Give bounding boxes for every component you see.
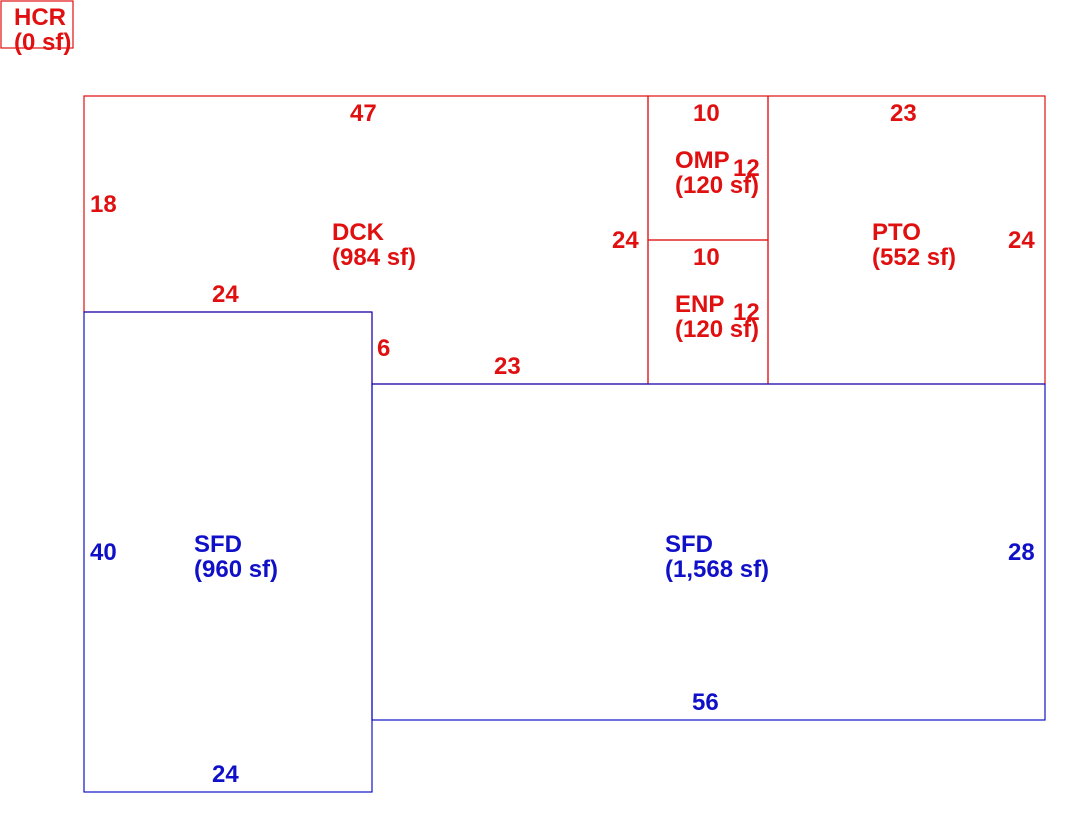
pto-right-dimension: 24 — [1008, 227, 1035, 254]
dck-step-bottom-dimension: 24 — [212, 281, 239, 308]
dck-bottom-dimension: 23 — [494, 353, 521, 380]
pto-area: (552 sf) — [872, 244, 956, 271]
sfd-main-right-dimension: 28 — [1008, 539, 1035, 566]
sfd-left-bottom-dimension: 24 — [212, 761, 239, 788]
sfd-left-code: SFD — [194, 531, 242, 558]
dck-top-dimension: 47 — [350, 100, 377, 127]
hcr-area: (0 sf) — [14, 29, 71, 56]
sfd-main-code: SFD — [665, 531, 713, 558]
enp-code: ENP — [675, 291, 724, 318]
dck-step-side-dimension: 6 — [377, 335, 390, 362]
sfd-main-outline — [371, 383, 1046, 721]
sfd-left-side-dimension: 40 — [90, 539, 117, 566]
hcr-code: HCR — [14, 4, 66, 31]
omp-side-dimension: 12 — [733, 155, 760, 182]
enp-top-dimension: 10 — [693, 244, 720, 271]
enp-area: (120 sf) — [675, 316, 759, 343]
omp-area: (120 sf) — [675, 172, 759, 199]
hcr-outline — [0, 0, 74, 49]
sfd-left-area: (960 sf) — [194, 556, 278, 583]
enp-side-dimension: 12 — [733, 299, 760, 326]
sfd-main-bottom-dimension: 56 — [692, 689, 719, 716]
dck-right-dimension: 24 — [612, 227, 639, 254]
pto-top-dimension: 23 — [890, 100, 917, 127]
dck-area: (984 sf) — [332, 244, 416, 271]
pto-code: PTO — [872, 219, 921, 246]
omp-code: OMP — [675, 147, 730, 174]
omp-top-dimension: 10 — [693, 100, 720, 127]
sfd-main-area: (1,568 sf) — [665, 556, 769, 583]
dck-left-dimension: 18 — [90, 191, 117, 218]
dck-code: DCK — [332, 219, 385, 246]
